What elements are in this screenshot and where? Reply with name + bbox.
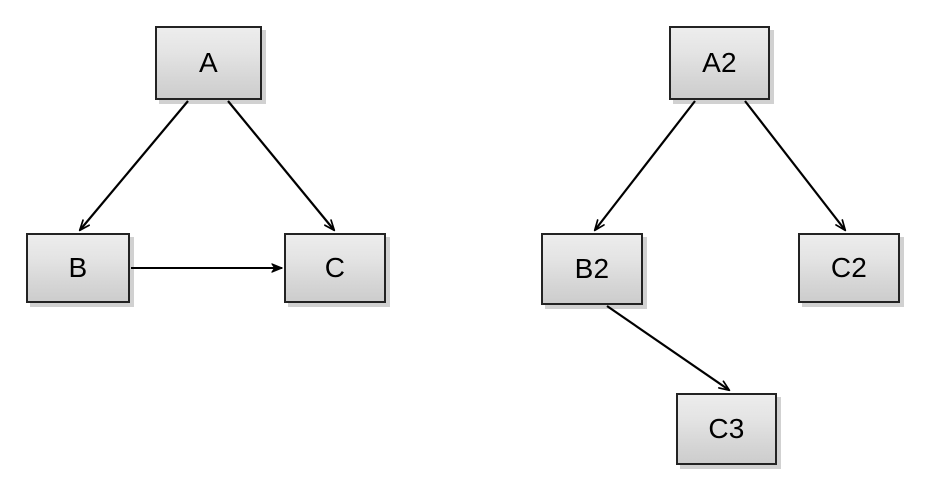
node-label: A2	[702, 47, 737, 78]
node-a[interactable]: A	[155, 26, 262, 100]
edge-group	[78, 100, 847, 392]
node-b2[interactable]: B2	[541, 233, 643, 305]
edge-a-to-c[interactable]	[227, 100, 336, 232]
node-label: B	[68, 252, 88, 283]
node-b[interactable]: B	[26, 233, 130, 303]
edge-a2-to-c2[interactable]	[744, 100, 847, 232]
edge-a2-to-b2[interactable]	[593, 100, 696, 232]
edge-b2-to-c3[interactable]	[606, 305, 731, 392]
node-label: B2	[574, 253, 610, 284]
node-label: C2	[830, 252, 868, 283]
edge-a-to-b[interactable]	[78, 100, 189, 232]
node-a2[interactable]: A2	[669, 26, 770, 100]
node-label: A	[199, 47, 218, 78]
node-c[interactable]: C	[284, 233, 386, 303]
node-c2[interactable]: C2	[798, 233, 900, 303]
node-c3[interactable]: C3	[676, 393, 777, 465]
node-label: C	[324, 252, 346, 283]
node-label: C3	[708, 413, 745, 444]
